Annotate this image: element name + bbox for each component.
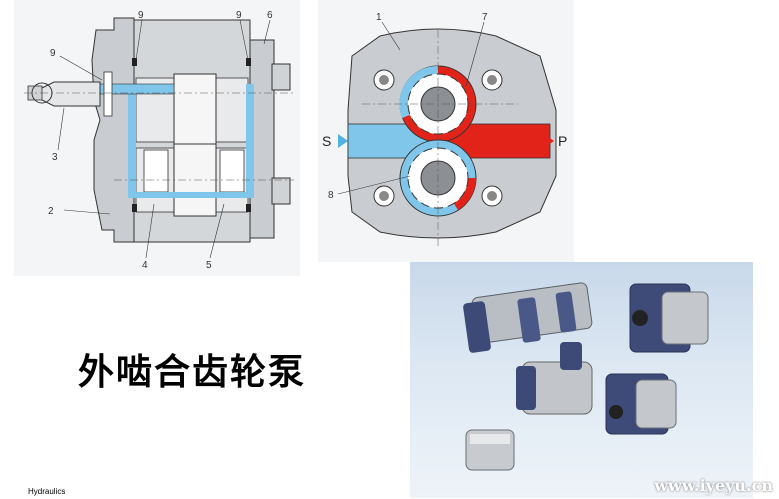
pump-small xyxy=(465,429,515,471)
watermark: www.iyeyu.cn xyxy=(654,476,773,495)
label-3: 3 xyxy=(52,152,58,163)
label-2: 2 xyxy=(48,206,54,217)
suction-label: S xyxy=(322,133,331,149)
pump-flange xyxy=(629,283,709,353)
label-9a: 9 xyxy=(138,10,144,21)
label-4: 4 xyxy=(142,260,148,271)
label-6: 6 xyxy=(267,10,273,21)
footer-label: Hydraulics xyxy=(28,487,66,496)
label-9b: 9 xyxy=(236,10,242,21)
label-9c: 9 xyxy=(50,48,56,59)
label-8: 8 xyxy=(328,190,334,201)
label-1: 1 xyxy=(376,12,382,23)
label-5: 5 xyxy=(206,260,212,271)
label-7: 7 xyxy=(482,12,488,23)
gear-cross-section-diagram: 1 7 8 S P xyxy=(318,0,574,262)
pump-with-valve xyxy=(516,342,593,415)
pump-compact xyxy=(605,373,677,435)
pressure-label: P xyxy=(558,133,567,149)
pump-section-diagram: 9 9 6 9 3 2 4 5 xyxy=(14,0,300,276)
gear-pump-product-photo xyxy=(410,262,753,498)
page-title: 外啮合齿轮泵 xyxy=(78,352,307,393)
pump-multi-stage xyxy=(463,282,593,353)
